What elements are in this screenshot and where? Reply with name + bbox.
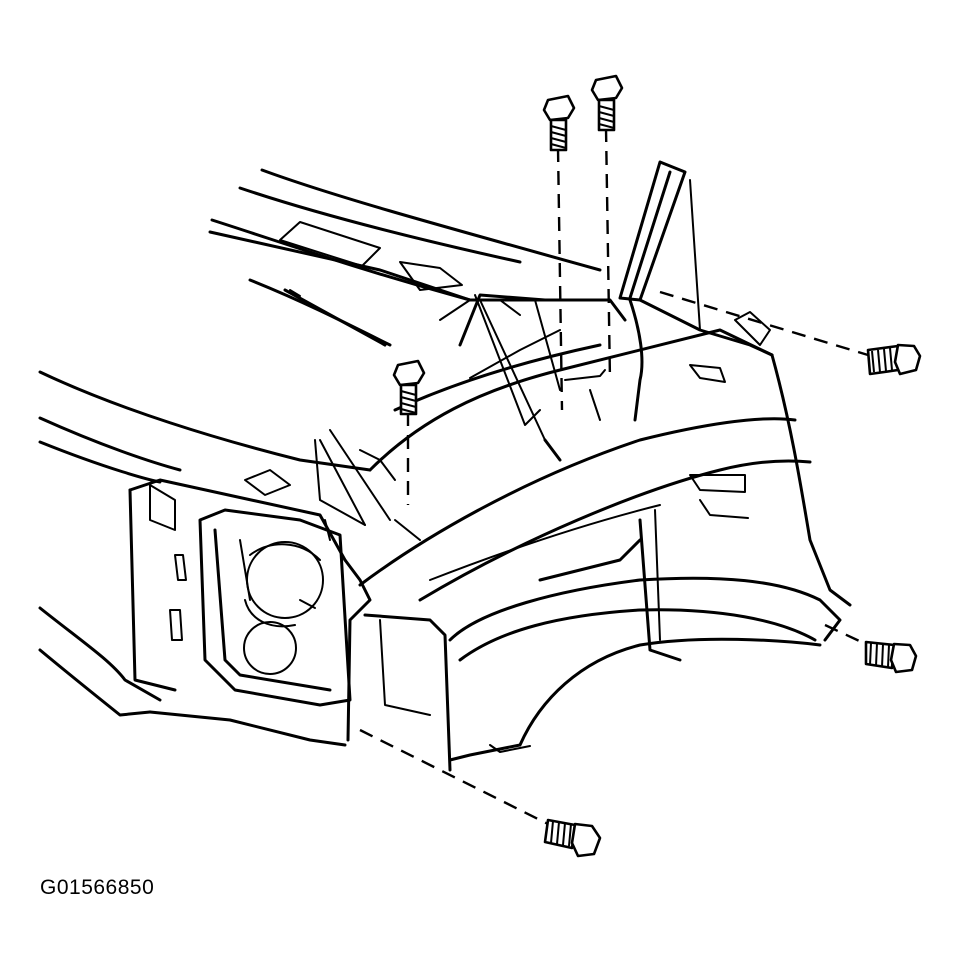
bolt-cowl-right (590, 74, 624, 381)
figure-id-label: G01566850 (40, 876, 155, 899)
front-fender (343, 298, 852, 772)
windshield-pillar (618, 160, 774, 357)
bolt-cowl-left (542, 94, 576, 411)
bolt-fender-top (392, 359, 426, 505)
bolt-wheel-opening (824, 623, 918, 674)
cowl-panel (208, 168, 627, 379)
headlamp-opening (198, 508, 352, 707)
bolt-fender-lower (359, 728, 602, 858)
fender-brackets (314, 294, 606, 541)
bolt-pillar (659, 290, 922, 376)
